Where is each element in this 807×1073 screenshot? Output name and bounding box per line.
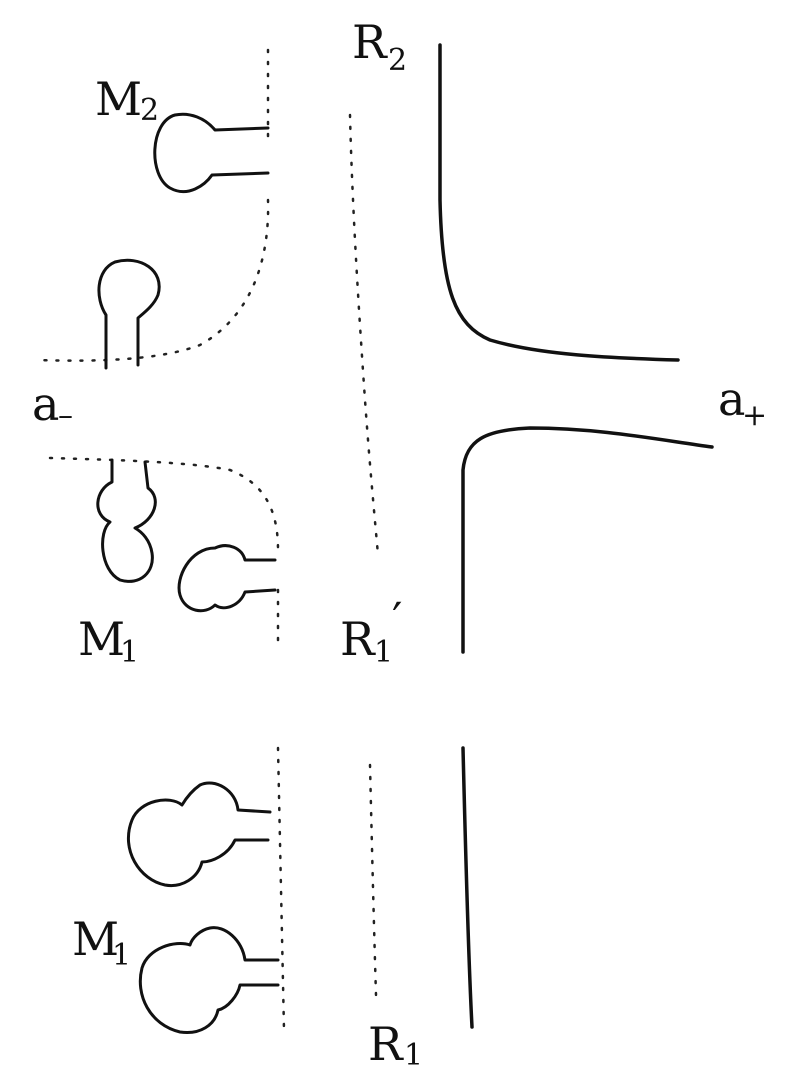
label-m1-lower-subscript: 1 <box>112 938 131 973</box>
label-a-minus: a – <box>32 377 73 433</box>
label-a-minus-letter: a <box>32 377 59 431</box>
label-r1-prime: R 1 ′ <box>340 592 402 670</box>
label-m1-lower: M 1 <box>72 912 131 973</box>
label-a-plus: a + <box>718 372 767 433</box>
label-m2: M 2 <box>95 72 159 128</box>
label-r2: R 2 <box>352 15 407 78</box>
lower-boundary-curve <box>461 426 714 654</box>
m2-bulb <box>153 112 270 194</box>
label-a-plus-letter: a <box>718 372 745 426</box>
label-r1: R 1 <box>368 1017 423 1073</box>
m1-lower-bulb-bottom <box>138 926 280 1035</box>
m1-upper-bulb <box>177 544 277 613</box>
label-r2-subscript: 2 <box>388 43 407 78</box>
dotted-line-bottom-left <box>276 746 286 1032</box>
label-m1-upper-subscript: 1 <box>120 635 139 670</box>
label-m1-upper: M 1 <box>78 612 139 670</box>
upper-vertical-bulb <box>97 258 161 370</box>
upper-boundary-curve <box>438 43 680 362</box>
label-r1-prime-mark: ′ <box>392 592 402 646</box>
label-m1-upper-letter: M <box>78 612 125 666</box>
label-r1-prime-letter: R <box>340 612 376 666</box>
dotted-line-upper-left <box>33 48 270 362</box>
label-a-plus-subscript: + <box>742 398 767 433</box>
m1-lower-bulb-top <box>126 781 272 888</box>
label-r1-subscript: 1 <box>404 1038 423 1073</box>
dotted-line-r2 <box>348 113 380 557</box>
lower-vertical-double-bulb <box>96 458 157 583</box>
label-m2-subscript: 2 <box>140 93 159 128</box>
label-m2-letter: M <box>95 72 142 126</box>
label-r1-letter: R <box>368 1017 404 1071</box>
label-a-minus-subscript: – <box>58 398 73 433</box>
bottom-boundary-line <box>461 746 474 1029</box>
dotted-line-lower-left <box>48 456 280 652</box>
label-r1-prime-subscript: 1 <box>374 635 393 670</box>
label-r2-letter: R <box>352 15 388 69</box>
label-m1-lower-letter: M <box>72 912 119 966</box>
dotted-line-r1 <box>368 763 378 997</box>
